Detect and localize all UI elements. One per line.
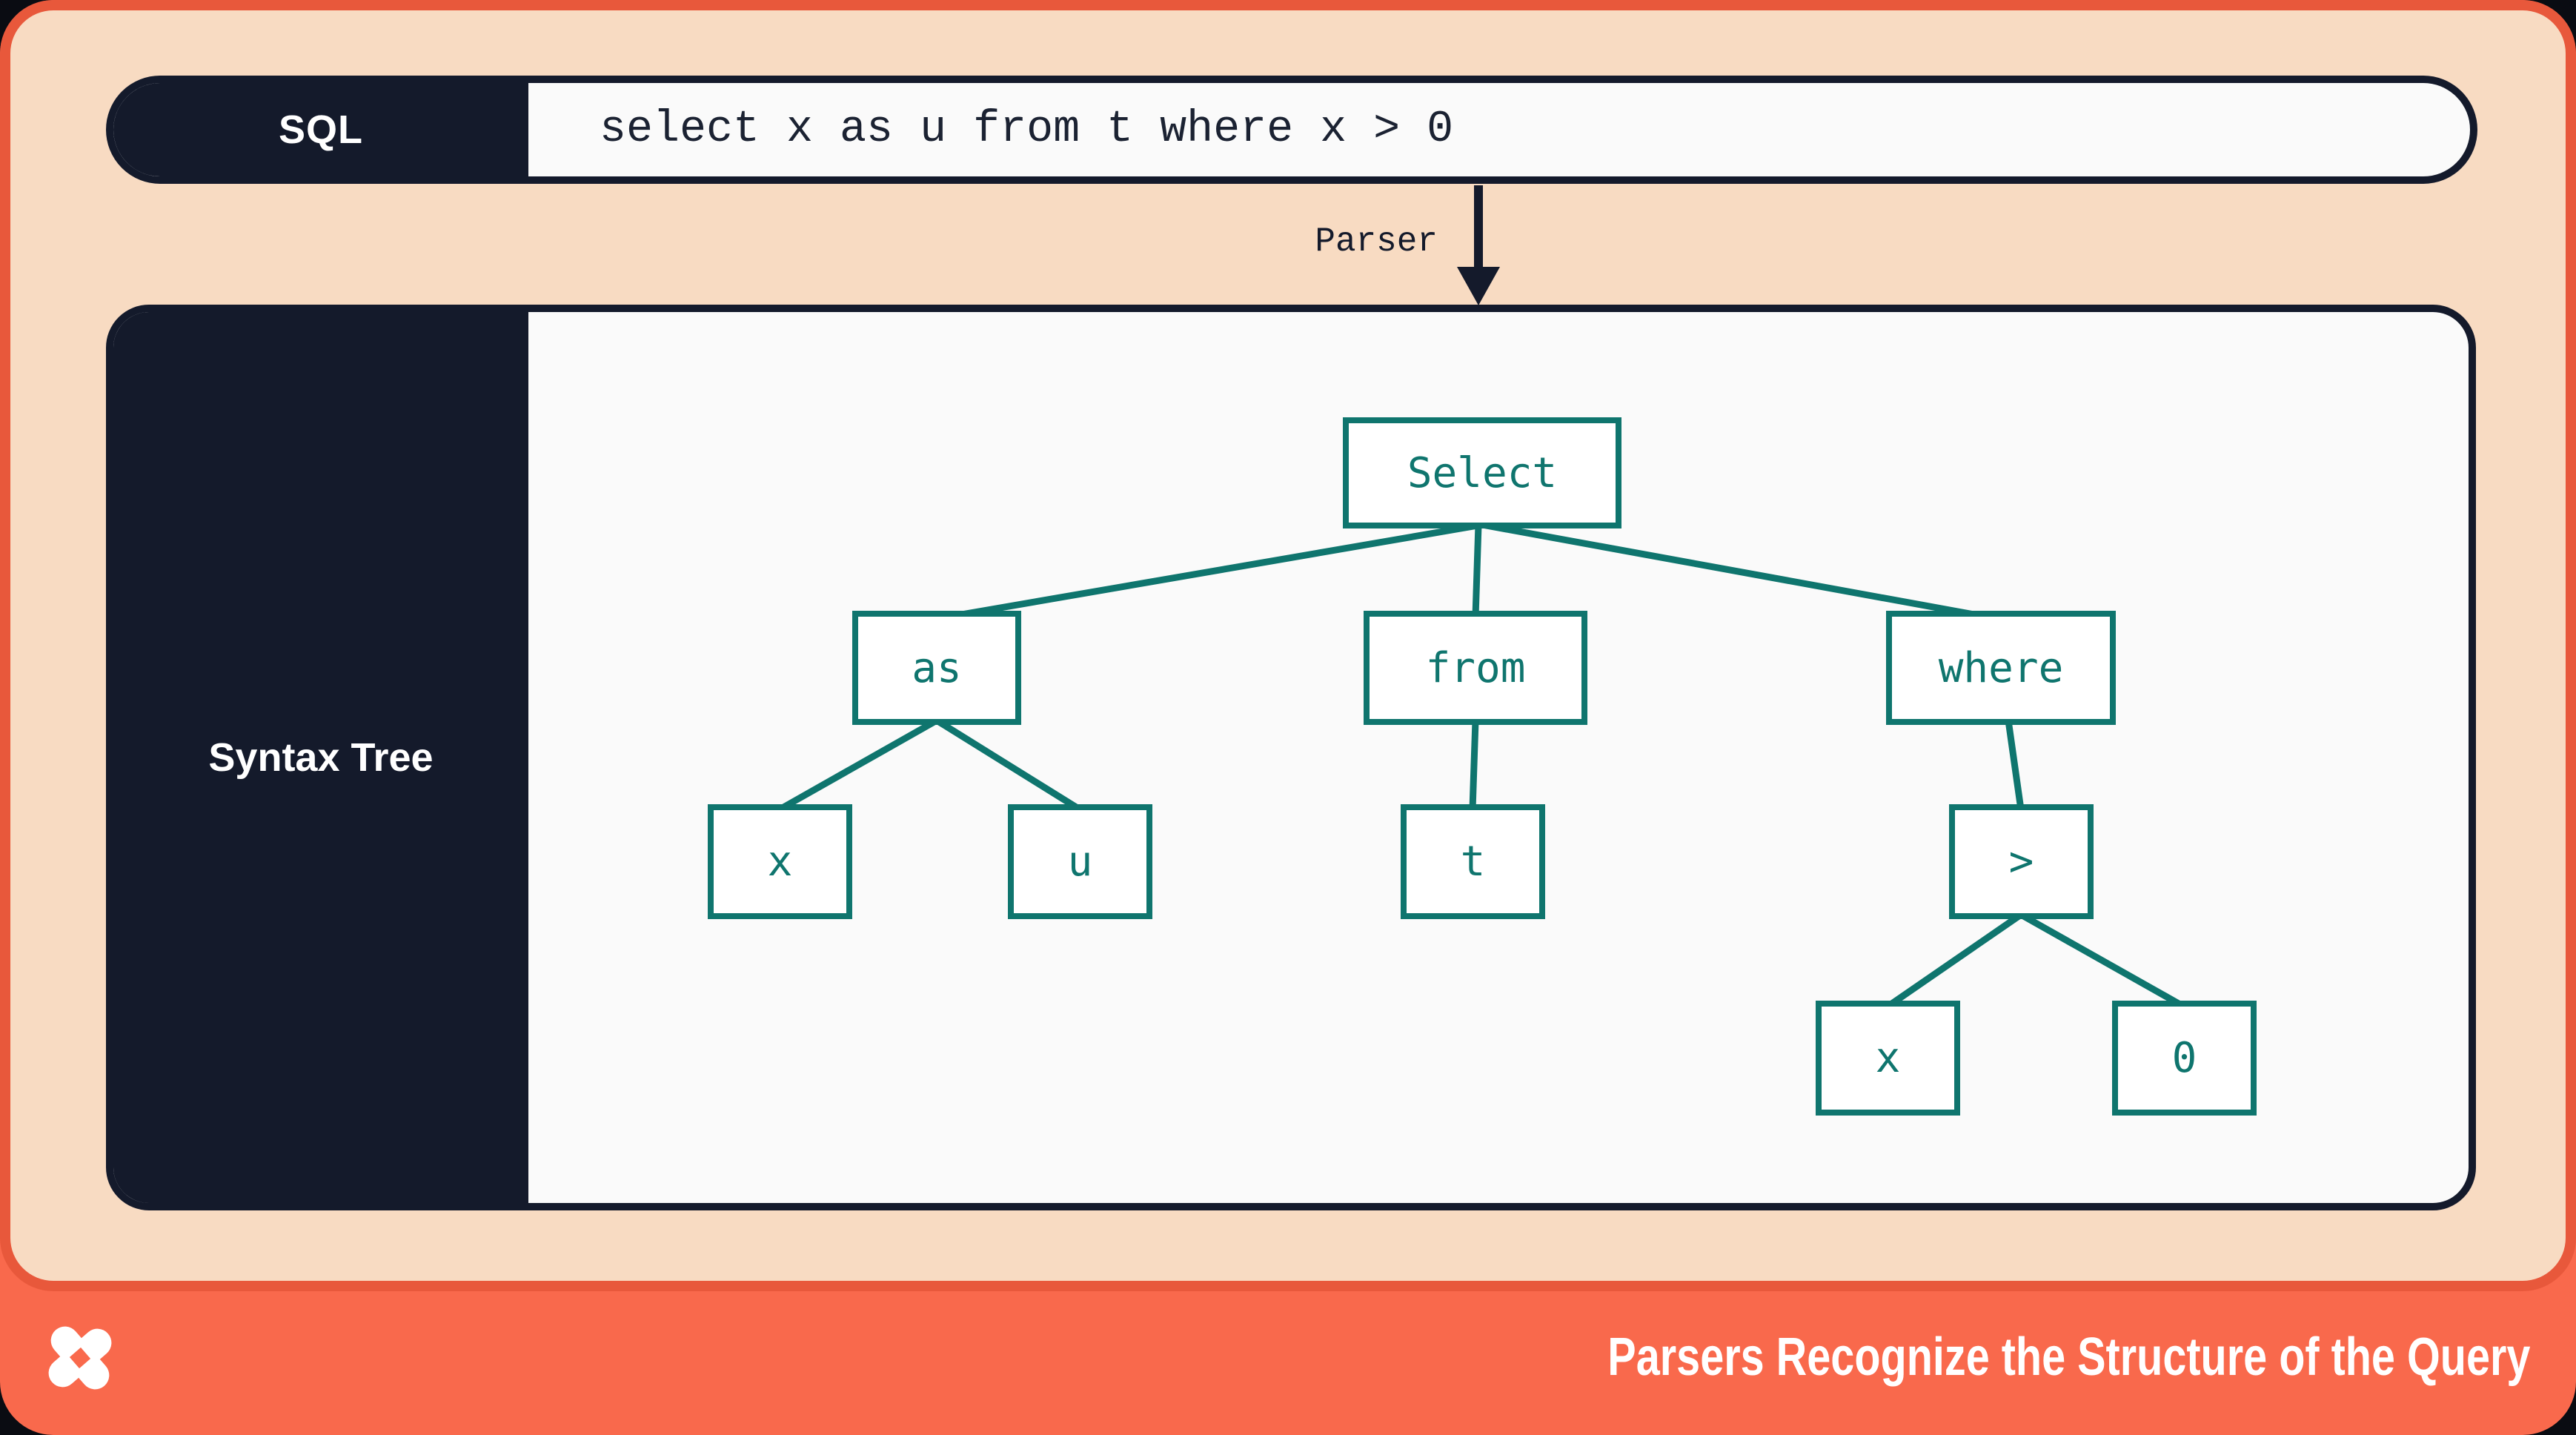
- tree-node-from: from: [1364, 611, 1587, 725]
- tree-node-x-alias: x: [708, 804, 852, 919]
- tree-node-label: as: [912, 643, 962, 692]
- tree-node-t: t: [1401, 804, 1545, 919]
- syntax-tree-label: Syntax Tree: [208, 735, 434, 780]
- sql-badge-label: SQL: [278, 107, 363, 152]
- logo-center-diamond: [69, 1347, 91, 1369]
- tree-node-label: u: [1067, 838, 1093, 886]
- tree-node-x-operand: x: [1816, 1001, 1960, 1116]
- tree-node-label: x: [767, 838, 793, 886]
- tree-node-label: >: [2008, 838, 2034, 886]
- tree-node-gt: >: [1949, 804, 2094, 919]
- sql-bar: SQL select x as u from t where x > 0: [106, 76, 2477, 184]
- syntax-tree-side-panel: Syntax Tree: [113, 312, 528, 1203]
- tree-node-label: where: [1938, 643, 2064, 692]
- tree-node-label: t: [1460, 838, 1486, 886]
- tree-node-where: where: [1886, 611, 2116, 725]
- tree-node-label: Select: [1407, 448, 1558, 497]
- tree-node-select: Select: [1343, 417, 1621, 528]
- tree-node-label: 0: [2171, 1034, 2197, 1082]
- parser-label: Parser: [1315, 222, 1438, 261]
- sql-badge: SQL: [113, 83, 528, 176]
- tree-node-zero: 0: [2112, 1001, 2257, 1116]
- pinwheel-x-logo: [48, 1326, 112, 1390]
- tree-node-u: u: [1008, 804, 1152, 919]
- sql-query-text: select x as u from t where x > 0: [600, 105, 1454, 155]
- tree-node-label: x: [1875, 1034, 1901, 1082]
- footer-title: Parsers Recognize the Structure of the Q…: [1607, 1328, 2530, 1387]
- tree-node-as: as: [852, 611, 1021, 725]
- syntax-tree-panel: Syntax Tree: [106, 305, 2476, 1210]
- tree-node-label: from: [1425, 643, 1526, 692]
